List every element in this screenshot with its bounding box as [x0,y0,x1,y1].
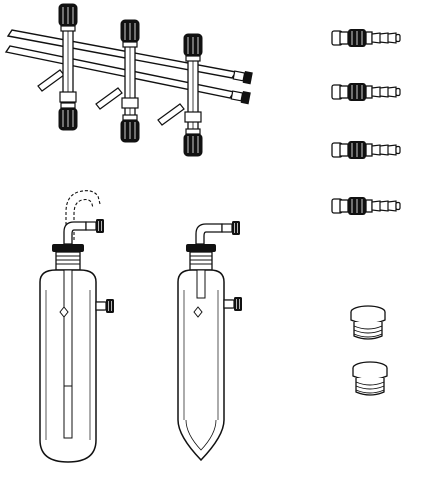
manifold-valve [183,33,203,157]
valve-cap-icon [58,3,78,32]
valve-cap-icon [183,128,203,157]
valve-cap-icon [120,19,140,48]
valve-cap-icon [183,33,203,62]
manifold-outlet [37,69,65,92]
hose-connector-icon [331,140,401,160]
logo-mark-icon [193,306,203,318]
manifold-outlet [95,87,123,110]
cold-trap-with-pointed-bottom [177,220,243,462]
valve-cap-icon [120,114,140,143]
screw-plug-icon [352,361,388,396]
hose-connector-icon [331,82,401,102]
cold-trap-with-dip-tube [39,190,115,463]
manifold-outlet [157,103,185,126]
hose-connector-icon [331,196,401,216]
screw-plugs [350,305,388,396]
screw-plug-icon [350,305,386,340]
valve-cap-icon [58,102,78,131]
hose-connector-icon [331,28,401,48]
hose-connectors [331,28,401,216]
vacuum-manifold [4,3,253,157]
logo-mark-icon [59,306,69,318]
manifold-valve [120,19,140,143]
manifold-valve [58,3,78,131]
